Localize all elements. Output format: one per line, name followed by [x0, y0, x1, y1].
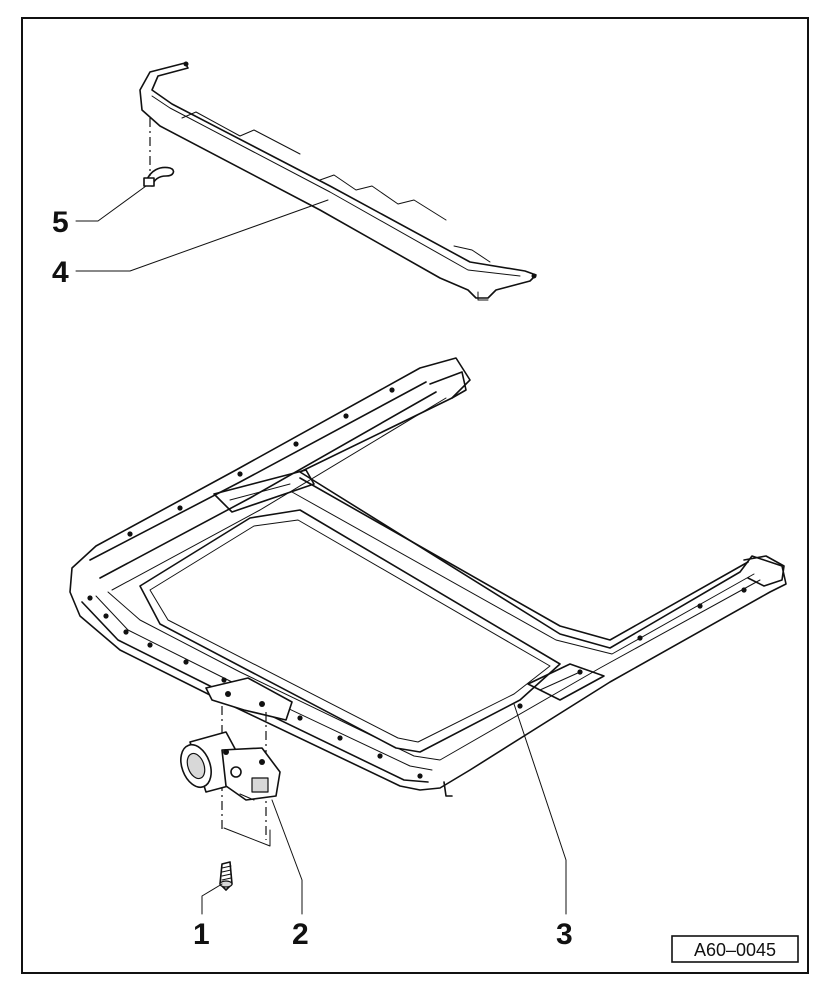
clip-part-5: [143, 118, 175, 187]
figure-reference-label: A60–0045: [694, 940, 776, 960]
leader-line-5: [75, 185, 147, 222]
sunroof-frame-part-3: [69, 357, 787, 797]
guide-strip-part-4: [139, 61, 537, 301]
leader-line-4: [75, 199, 329, 272]
leader-line-2: [271, 799, 303, 915]
screw-part-1: [219, 861, 233, 891]
figure-reference-box: A60–0045: [671, 935, 799, 963]
callout-4: 4: [52, 256, 69, 289]
callout-1: 1: [193, 918, 210, 951]
leader-line-3: [513, 703, 567, 915]
drive-motor-part-2: [180, 706, 281, 847]
callout-5: 5: [52, 206, 69, 239]
callout-2: 2: [292, 918, 309, 951]
diagram-frame: [21, 17, 809, 974]
callout-3: 3: [556, 918, 573, 951]
leader-line-1: [201, 883, 223, 915]
